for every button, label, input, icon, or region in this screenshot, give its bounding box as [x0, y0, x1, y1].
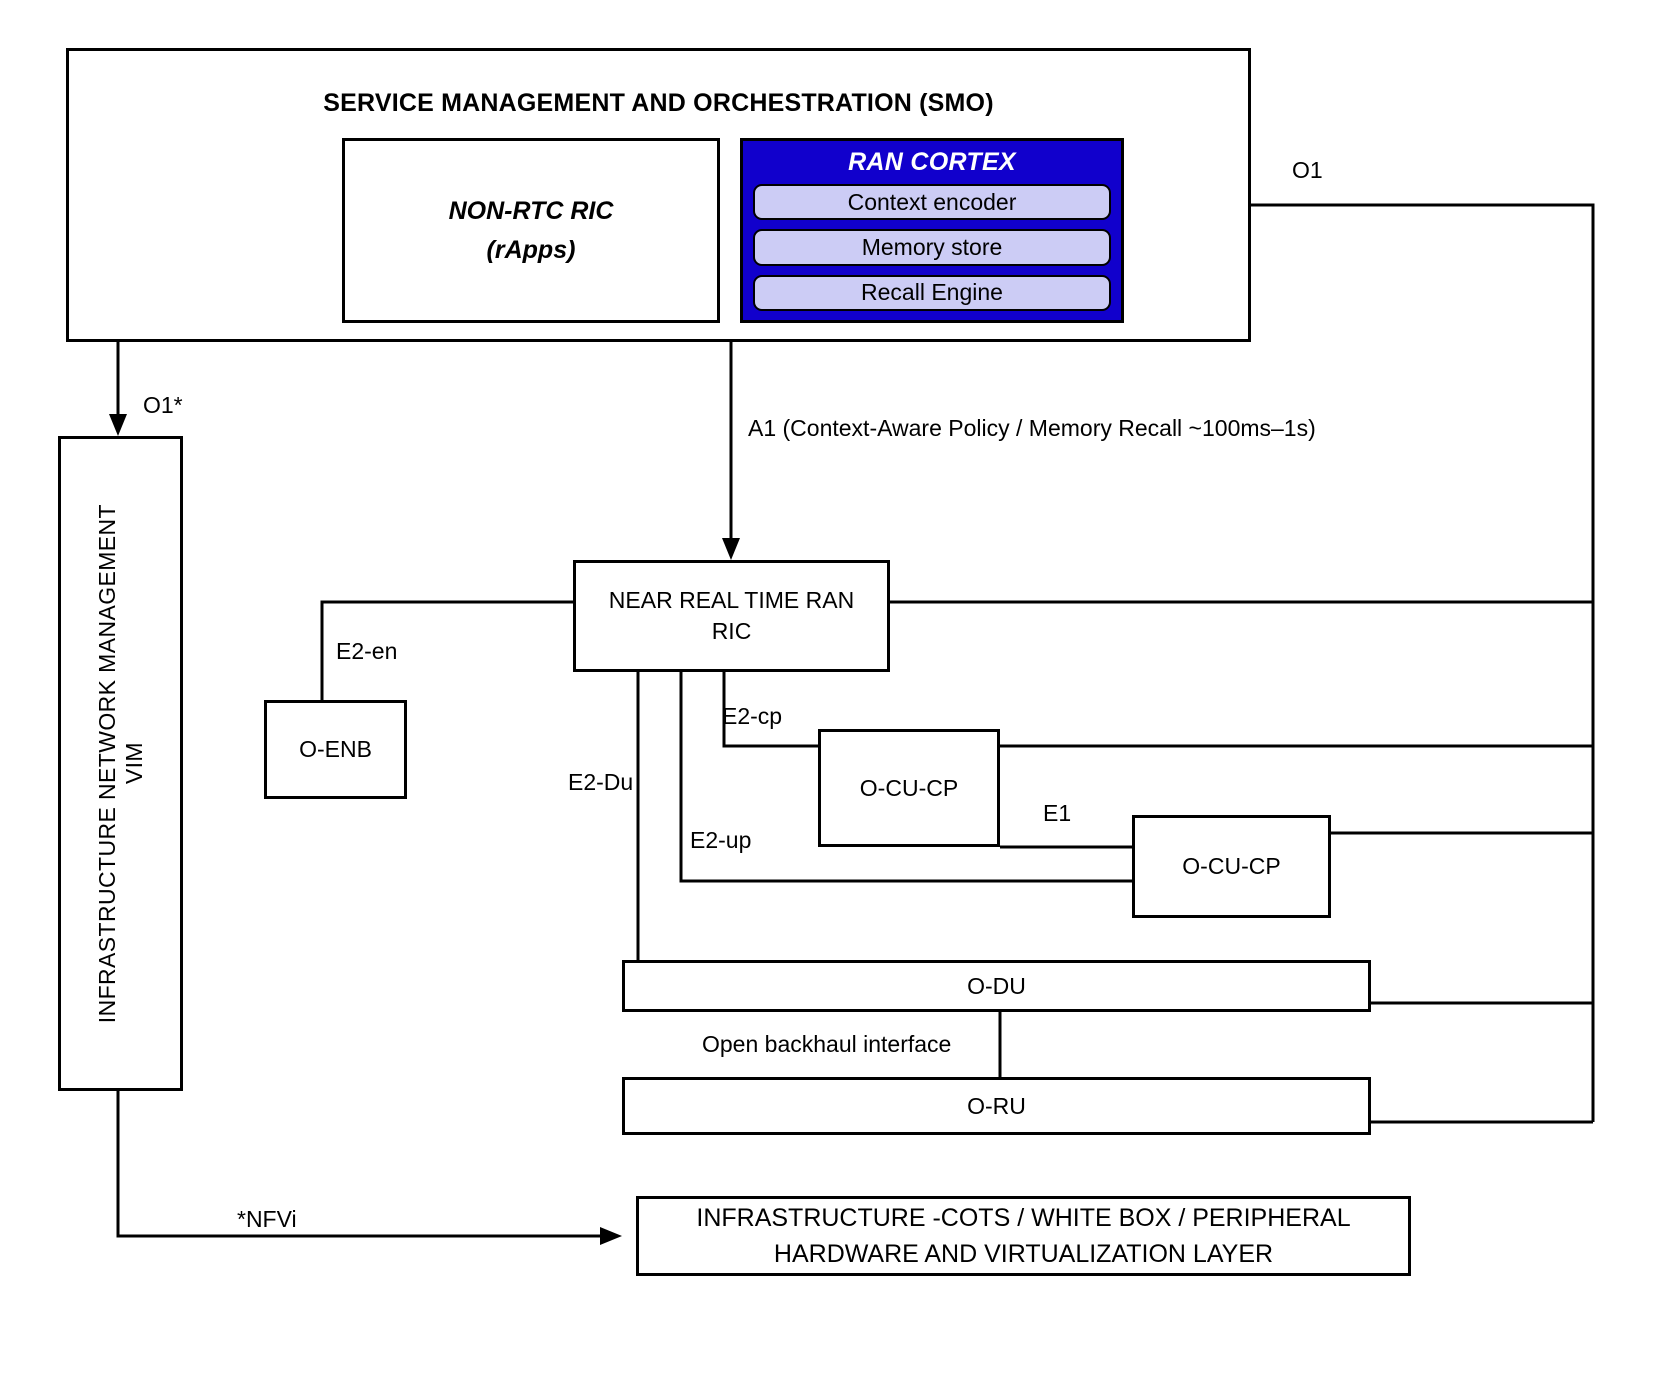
ran-cortex-module-memory-store[interactable]: Memory store — [753, 229, 1111, 266]
near-rt-ric-label-line1: NEAR REAL TIME RAN — [608, 586, 855, 613]
near-rt-ric-label-line2: RIC — [711, 618, 752, 644]
smo-title: SERVICE MANAGEMENT AND ORCHESTRATION (SM… — [323, 89, 994, 117]
ran-cortex-title: RAN CORTEX — [848, 148, 1016, 176]
arrowhead-nfvi — [600, 1227, 622, 1245]
o-enb-box[interactable]: O-ENB — [264, 700, 407, 799]
infrastructure-box[interactable]: INFRASTRUCTURE -COTS / WHITE BOX / PERIP… — [636, 1196, 1411, 1276]
vim-label-line1: INFRASTRUCTURE NETWORK MANAGEMENT — [93, 503, 120, 1024]
o-ru-box[interactable]: O-RU — [622, 1077, 1371, 1135]
ran-cortex-box[interactable]: RAN CORTEX Context encoder Memory store … — [740, 138, 1124, 323]
vim-box[interactable]: INFRASTRUCTURE NETWORK MANAGEMENT VIM — [58, 436, 183, 1091]
arrowhead-a1 — [722, 538, 740, 560]
non-rtc-ric-box[interactable]: NON-RTC RIC (rApps) — [342, 138, 720, 323]
o-du-label: O-DU — [967, 972, 1026, 999]
label-e2-cp: E2-cp — [722, 703, 783, 729]
wire-nfvi — [116, 1091, 608, 1238]
vim-label-line2: VIM — [120, 742, 147, 785]
near-rt-ric-box[interactable]: NEAR REAL TIME RAN RIC — [573, 560, 890, 672]
label-a1: A1 (Context-Aware Policy / Memory Recall… — [748, 415, 1316, 441]
o-enb-label: O-ENB — [299, 736, 372, 762]
label-e1: E1 — [1043, 800, 1072, 826]
non-rtc-ric-label-line1: NON-RTC RIC — [448, 196, 614, 225]
label-open-backhaul: Open backhaul interface — [702, 1031, 952, 1057]
o-ru-label: O-RU — [967, 1092, 1026, 1119]
o-cu-cp-2-label: O-CU-CP — [1182, 853, 1281, 879]
ran-cortex-module-context-encoder[interactable]: Context encoder — [753, 184, 1111, 221]
infrastructure-label-line2: HARDWARE AND VIRTUALIZATION LAYER — [773, 1240, 1274, 1268]
label-e2-en: E2-en — [336, 638, 398, 664]
o-cu-cp-1-box[interactable]: O-CU-CP — [818, 729, 1000, 847]
label-e2-du: E2-Du — [568, 769, 634, 795]
o-du-box[interactable]: O-DU — [622, 960, 1371, 1012]
label-nfvi: *NFVi — [237, 1206, 297, 1232]
ran-cortex-module-recall-engine[interactable]: Recall Engine — [753, 274, 1111, 311]
label-o1: O1 — [1292, 157, 1323, 183]
non-rtc-ric-label-line2: (rApps) — [486, 235, 576, 264]
infrastructure-label-line1: INFRASTRUCTURE -COTS / WHITE BOX / PERIP… — [696, 1203, 1351, 1232]
label-e2-up: E2-up — [690, 827, 752, 853]
o-cu-cp-2-box[interactable]: O-CU-CP — [1132, 815, 1331, 918]
o-cu-cp-1-label: O-CU-CP — [859, 774, 959, 801]
label-o1-star: O1* — [143, 392, 183, 418]
arrowhead-o1star — [109, 414, 127, 436]
